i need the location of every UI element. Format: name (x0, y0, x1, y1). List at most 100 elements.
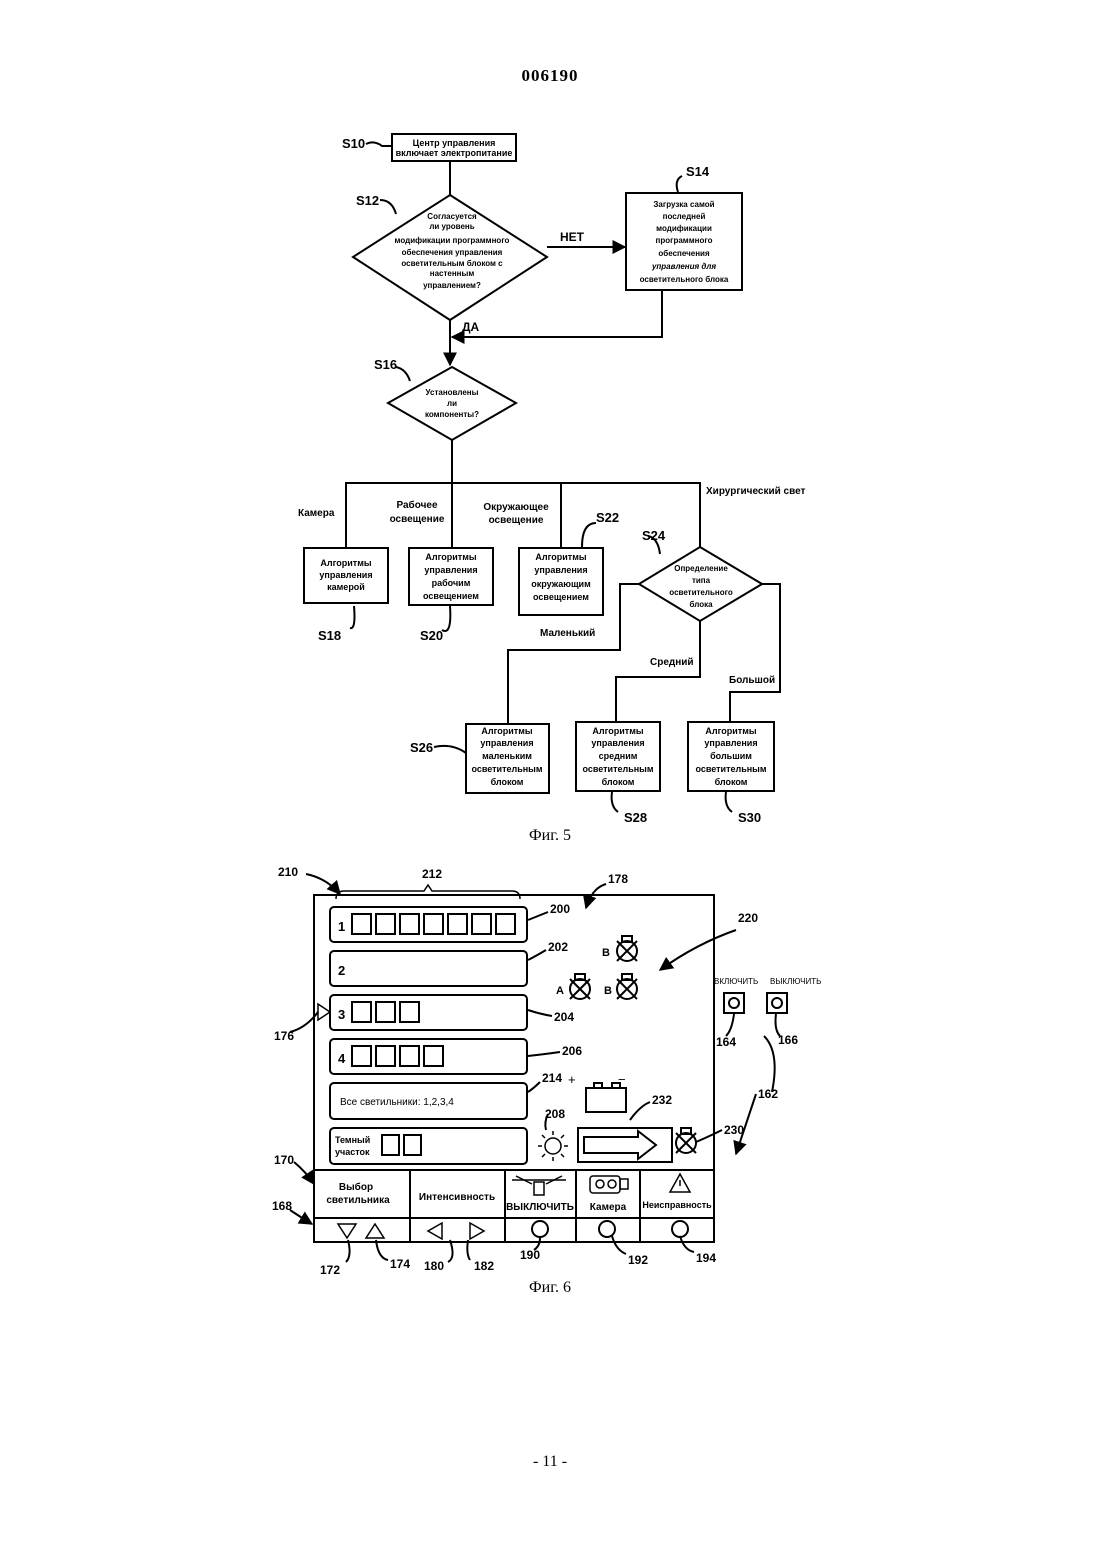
ref-212: 212 (422, 867, 442, 881)
s12-text-7: управлением? (423, 281, 481, 290)
s24-text-2: типа (692, 576, 711, 585)
s26-leader (434, 746, 466, 753)
row-3-square (400, 1002, 419, 1022)
tab-camera-label[interactable]: Камера (590, 1202, 627, 1213)
s26-text-4: осветительным (471, 764, 542, 774)
dark-area-label-2: участок (335, 1147, 370, 1157)
power-off-button-dot-icon (772, 998, 782, 1008)
s20-text-3: рабочим (432, 578, 471, 588)
s28-text-5: блоком (602, 777, 635, 787)
row-4-square (424, 1046, 443, 1066)
power-on-button[interactable] (724, 993, 744, 1013)
branch-ambient-label-1: Окружающее (483, 502, 549, 513)
branch-work-label-2: освещение (390, 514, 445, 525)
ref-214: 214 (542, 1071, 562, 1085)
figure-6-caption: Фиг. 6 (529, 1279, 571, 1296)
ref-204-leader (528, 1010, 552, 1016)
bracket-212 (336, 885, 520, 899)
ref-220: 220 (738, 911, 758, 925)
ref-174: 174 (390, 1257, 410, 1271)
s30-leader (726, 792, 732, 812)
s12-text-2: ли уровень (429, 222, 474, 231)
s16-text-3: компоненты? (425, 410, 479, 419)
warning-icon (670, 1174, 690, 1192)
ref-202: 202 (548, 940, 568, 954)
dark-area-label-1: Темный (335, 1135, 370, 1145)
row-4[interactable] (330, 1039, 527, 1074)
row-2[interactable] (330, 951, 527, 986)
ref-168-leader (290, 1210, 312, 1224)
selection-pointer-icon (318, 1004, 330, 1020)
no-label: НЕТ (560, 230, 585, 244)
row-1-square (424, 914, 443, 934)
power-off-button[interactable] (767, 993, 787, 1013)
panel-frame (314, 895, 714, 1242)
s20-leader (442, 606, 450, 631)
ref-232: 232 (652, 1093, 672, 1107)
s12-text-5: осветительным блоком с (401, 259, 503, 268)
crossed-lamp-icon (617, 974, 637, 999)
s30-text-3: большим (710, 751, 752, 761)
ref-220-leader (660, 930, 736, 970)
row-3[interactable] (330, 995, 527, 1030)
right-triangle-button[interactable] (470, 1223, 484, 1239)
off-round-button[interactable] (532, 1221, 548, 1237)
left-triangle-button[interactable] (428, 1223, 442, 1239)
row-1-square (376, 914, 395, 934)
s24-text-4: блока (689, 600, 713, 609)
s30-text-5: блоком (715, 777, 748, 787)
ref-206: 206 (562, 1044, 582, 1058)
row-1[interactable] (330, 907, 527, 942)
ref-162: 162 (758, 1087, 778, 1101)
s26-text-1: Алгоритмы (481, 726, 532, 736)
s28-text-1: Алгоритмы (592, 726, 643, 736)
ref-204: 204 (554, 1010, 574, 1024)
ref-214-leader (528, 1082, 540, 1092)
tab-select-light-label-2[interactable]: светильника (326, 1195, 390, 1206)
crossed-lamp-icon (570, 974, 590, 999)
s12-text-4: обеспечения управления (402, 248, 503, 257)
up-triangle-button[interactable] (366, 1224, 384, 1238)
camera-round-button[interactable] (599, 1221, 615, 1237)
small-branch-line (508, 584, 639, 724)
power-off-label: ВЫКЛЮЧИТЬ (770, 977, 821, 986)
figure-5-caption: Фиг. 5 (529, 827, 571, 844)
s12-text-6: настенным (430, 269, 475, 278)
ref-176: 176 (274, 1029, 294, 1043)
row-1-square (400, 914, 419, 934)
s24-ref: S24 (642, 528, 666, 543)
s30-text-1: Алгоритмы (705, 726, 756, 736)
tab-fault-label[interactable]: Неисправность (642, 1200, 712, 1210)
ref-200: 200 (550, 902, 570, 916)
ref-180-leader (448, 1240, 453, 1262)
dark-area-square (404, 1135, 421, 1155)
ref-170-leader (294, 1162, 314, 1184)
ref-180: 180 (424, 1259, 444, 1273)
down-triangle-button[interactable] (338, 1224, 356, 1238)
power-on-button-dot-icon (729, 998, 739, 1008)
sun-icon (538, 1131, 568, 1161)
row-2-number: 2 (338, 963, 345, 978)
tab-off-label[interactable]: ВЫКЛЮЧИТЬ (506, 1202, 574, 1213)
s14-text-7: осветительного блока (640, 275, 729, 284)
row-4-number: 4 (338, 1051, 346, 1066)
row-dark-area[interactable] (330, 1128, 527, 1164)
size-large-label: Большой (729, 675, 775, 686)
power-on-label: ВКЛЮЧИТЬ (714, 977, 758, 986)
s28-text-3: средним (599, 751, 638, 761)
lamp-letter-a: A (556, 985, 564, 997)
row-4-square (376, 1046, 395, 1066)
battery-plus-label: + (568, 1072, 576, 1087)
s26-text-2: управления (480, 738, 533, 748)
s20-text-2: управления (424, 565, 477, 575)
ref-202-leader (528, 950, 546, 960)
s28-leader (612, 792, 618, 812)
ref-178: 178 (608, 872, 628, 886)
size-small-label: Маленький (540, 628, 595, 639)
s28-text-4: осветительным (582, 764, 653, 774)
tab-intensity-label[interactable]: Интенсивность (419, 1192, 495, 1203)
s18-leader (350, 606, 355, 628)
tab-select-light-label-1[interactable]: Выбор (339, 1181, 373, 1193)
fault-round-button[interactable] (672, 1221, 688, 1237)
